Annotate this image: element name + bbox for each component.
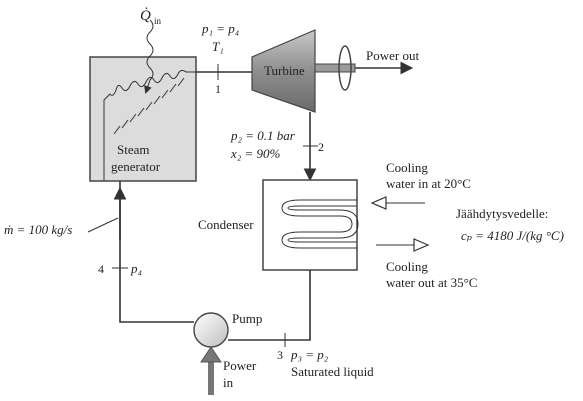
turbine-body bbox=[251, 29, 316, 113]
cooling-note-line1: Jäähdytysvedelle: bbox=[456, 206, 548, 221]
pump-label: Pump bbox=[232, 311, 262, 326]
cooling-note-line2: cₚ = 4180 J/(kg °C) bbox=[461, 228, 564, 243]
steam-generator-box bbox=[89, 56, 197, 182]
shaft-rotation-icon bbox=[338, 45, 352, 91]
steam-gen-line2: generator bbox=[111, 159, 161, 174]
cooling-in-line2: water in at 20°C bbox=[386, 176, 471, 191]
pump-body bbox=[193, 312, 229, 348]
state1-num: 1 bbox=[215, 82, 221, 96]
cooling-out-line1: Cooling bbox=[386, 259, 428, 274]
state1-temp: T₁ bbox=[212, 39, 224, 54]
power-out-label: Power out bbox=[366, 48, 419, 63]
turbine-shaft bbox=[314, 63, 356, 73]
state2-quality: x₂ = 90% bbox=[230, 146, 281, 161]
state2-num: 2 bbox=[318, 140, 324, 154]
state3-desc: Saturated liquid bbox=[291, 364, 374, 379]
coil-texture bbox=[113, 77, 185, 135]
state3-num: 3 bbox=[277, 348, 283, 362]
state1-pressure: p₁ = p₄ bbox=[201, 21, 240, 36]
heat-input-arrow bbox=[144, 19, 154, 94]
condenser-label: Condenser bbox=[198, 217, 254, 232]
state4-num: 4 bbox=[98, 262, 104, 276]
power-in-arrow bbox=[200, 346, 222, 363]
state2-pressure: p₂ = 0.1 bar bbox=[230, 128, 296, 143]
cooling-out-line2: water out at 35°C bbox=[386, 275, 477, 290]
cooling-out-arrow bbox=[413, 238, 430, 252]
state3-pressure: p₃ = p₂ bbox=[290, 347, 329, 362]
heat-sub: in bbox=[154, 16, 162, 26]
condenser-box bbox=[262, 179, 358, 271]
line-4 bbox=[119, 181, 194, 323]
state4-pressure: p₄ bbox=[130, 261, 143, 276]
turbine-label: Turbine bbox=[264, 63, 305, 78]
condenser-coil bbox=[281, 199, 357, 249]
line-3 bbox=[228, 270, 311, 341]
cooling-in-arrow bbox=[370, 196, 387, 210]
cooling-in-line1: Cooling bbox=[386, 160, 428, 175]
steam-generator-coil bbox=[103, 69, 196, 181]
power-in-line1: Power bbox=[223, 358, 257, 373]
mass-flow-pointer bbox=[87, 217, 119, 233]
condenser-coil-inner bbox=[287, 205, 359, 243]
heat-symbol: Q̇ bbox=[140, 8, 151, 24]
mass-flow-label: ṁ = 100 kg/s bbox=[4, 222, 72, 237]
steam-gen-line1: Steam bbox=[117, 142, 150, 157]
power-in-line2: in bbox=[223, 375, 234, 390]
